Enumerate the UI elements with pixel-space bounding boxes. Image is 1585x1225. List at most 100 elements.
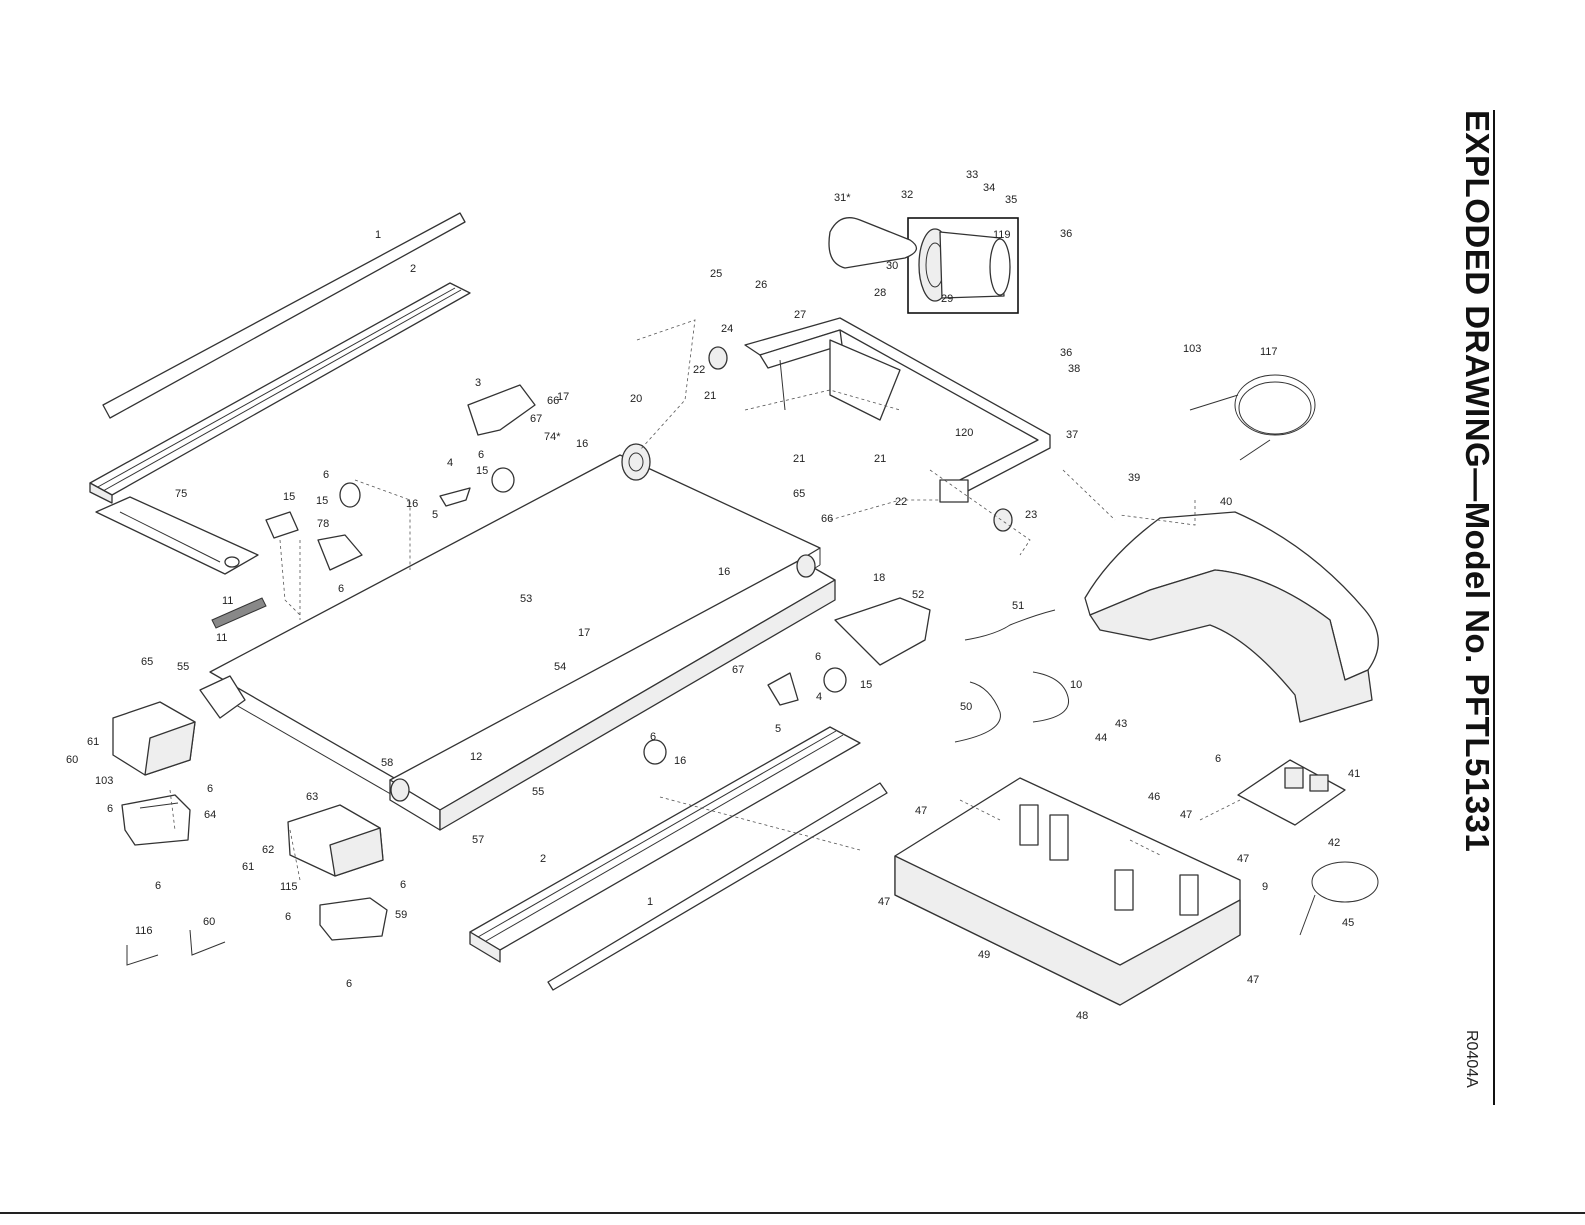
callout-label: 30: [886, 260, 898, 272]
callout-label: 6: [650, 731, 656, 743]
callout-label: 47: [915, 805, 927, 817]
callout-label: 3: [475, 377, 481, 389]
front-shroud: [834, 597, 931, 666]
callout-label: 116: [135, 925, 153, 937]
lower-rail-cover: [547, 782, 888, 991]
callout-label: 36: [1060, 347, 1072, 359]
callout-label: 67: [732, 664, 744, 676]
callout-label: 10: [1070, 679, 1082, 691]
callout-label: 6: [338, 583, 344, 595]
callout-label: 103: [1183, 343, 1201, 355]
callout-label: 33: [966, 169, 978, 181]
callout-label: 21: [704, 390, 716, 402]
right-rear-endcap: [287, 804, 384, 877]
rear-roller-bracket: [199, 675, 246, 719]
callout-label: 54: [554, 661, 566, 673]
upper-rail: [89, 282, 471, 504]
callout-label: 115: [280, 881, 298, 893]
callout-label: 46: [1148, 791, 1160, 803]
callout-label: 48: [1076, 1010, 1088, 1022]
drawing-code: R0404A: [1463, 1030, 1480, 1088]
controller-board: [1237, 759, 1346, 826]
parts-box: [95, 496, 259, 575]
levelers-4: [439, 487, 799, 706]
title-rule: [1493, 110, 1495, 1105]
callout-label: 62: [262, 844, 274, 856]
roller-adjust-75: [317, 534, 363, 571]
callout-label: 119: [993, 229, 1011, 241]
callout-label: 26: [755, 279, 767, 291]
callout-label: 1: [375, 229, 381, 241]
right-rear-foot: [319, 897, 388, 941]
callout-label: 6: [346, 978, 352, 990]
callout-label: 29: [941, 293, 953, 305]
power-cord: [1299, 861, 1379, 936]
callout-label: 6: [285, 911, 291, 923]
lower-frame: [389, 554, 836, 831]
front-roller-pulley: [621, 443, 651, 481]
callout-label: 60: [203, 916, 215, 928]
callout-label: 6: [107, 803, 113, 815]
callout-label: 16: [406, 498, 418, 510]
callout-label: 43: [1115, 718, 1127, 730]
wheels: [708, 346, 1013, 532]
callout-label: 47: [1180, 809, 1192, 821]
callout-label: 74*: [544, 431, 561, 443]
callout-label: 50: [960, 701, 972, 713]
callout-label: 6: [1215, 753, 1221, 765]
callout-label: 66: [821, 513, 833, 525]
callout-label: 66: [547, 395, 559, 407]
callout-label: 5: [432, 509, 438, 521]
callout-label: 47: [878, 896, 890, 908]
callout-label: 4: [447, 457, 453, 469]
callout-label: 47: [1247, 974, 1259, 986]
callout-label: 34: [983, 182, 995, 194]
callout-label: 55: [177, 661, 189, 673]
callout-label: 17: [578, 627, 590, 639]
spring-10: [211, 597, 267, 629]
callout-label: 44: [1095, 732, 1107, 744]
callout-label: 36: [1060, 228, 1072, 240]
callout-label: 45: [1342, 917, 1354, 929]
callout-label: 59: [395, 909, 407, 921]
callout-label: 25: [710, 268, 722, 280]
left-rear-endcap: [112, 701, 196, 776]
callout-label: 22: [693, 364, 705, 376]
base-frame: [894, 777, 1241, 1006]
callout-label: 60: [66, 754, 78, 766]
page-title: EXPLODED DRAWING—Model No. PFTL51331: [1459, 110, 1496, 853]
callout-label: 78: [317, 518, 329, 530]
callout-label: 6: [815, 651, 821, 663]
callout-label: 39: [1128, 472, 1140, 484]
callout-label: 52: [912, 589, 924, 601]
callout-label: 12: [470, 751, 482, 763]
callout-label: 23: [1025, 509, 1037, 521]
wire-harness: [1189, 374, 1316, 461]
callout-label: 6: [400, 879, 406, 891]
callout-label: 17: [557, 391, 569, 403]
motor-hood: [1084, 511, 1379, 723]
drive-belt: [828, 217, 917, 269]
callout-label: 4: [816, 691, 822, 703]
callout-label: 28: [874, 287, 886, 299]
tension-block-12: [265, 511, 299, 539]
callout-label: 55: [532, 786, 544, 798]
callout-label: 117: [1260, 346, 1278, 358]
callout-label: 61: [87, 736, 99, 748]
callout-label: 16: [576, 438, 588, 450]
callout-label: 51: [1012, 600, 1024, 612]
callout-label: 22: [895, 496, 907, 508]
isolators: [339, 467, 847, 765]
callout-label: 11: [216, 632, 227, 644]
callout-label: 35: [1005, 194, 1017, 206]
upper-rail-cover: [102, 212, 466, 419]
callout-label: 75: [175, 488, 187, 500]
callout-label: 21: [874, 453, 886, 465]
callout-label: 15: [316, 495, 328, 507]
callout-label: 16: [674, 755, 686, 767]
callout-label: 41: [1348, 768, 1360, 780]
callout-label: 9: [1262, 881, 1268, 893]
callout-label: 63: [306, 791, 318, 803]
callout-label: 15: [283, 491, 295, 503]
